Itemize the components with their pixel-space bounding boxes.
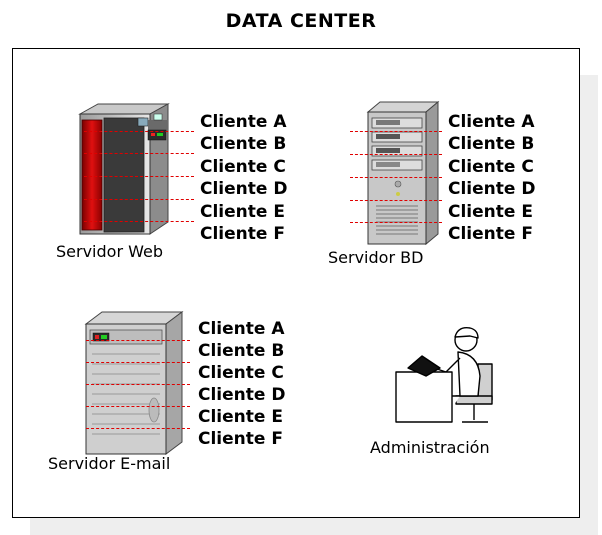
web-partition-line xyxy=(84,153,194,154)
client-label: Cliente D xyxy=(448,179,536,199)
bd-server-caption: Servidor BD xyxy=(328,248,424,267)
client-label: Cliente C xyxy=(198,363,284,383)
client-label: Cliente E xyxy=(200,202,285,222)
client-label: Cliente D xyxy=(200,179,288,199)
bd-partition-line xyxy=(350,154,442,155)
client-label: Cliente F xyxy=(198,429,283,449)
diagram-title: DATA CENTER xyxy=(225,10,377,32)
admin-caption: Administración xyxy=(370,438,490,457)
client-label: Cliente C xyxy=(448,157,534,177)
client-label: Cliente A xyxy=(448,112,535,132)
email-partition-line xyxy=(86,362,190,363)
web-partition-line xyxy=(84,199,194,200)
email-partition-line xyxy=(86,428,190,429)
email-server-caption: Servidor E-mail xyxy=(48,454,171,473)
email-partition-line xyxy=(86,340,190,341)
web-server-caption: Servidor Web xyxy=(56,242,163,261)
bd-partition-line xyxy=(350,222,442,223)
client-label: Cliente B xyxy=(198,341,285,361)
client-label: Cliente F xyxy=(448,224,533,244)
client-label: Cliente B xyxy=(448,134,535,154)
client-label: Cliente F xyxy=(200,224,285,244)
client-label: Cliente E xyxy=(448,202,533,222)
email-server-icon xyxy=(84,311,184,455)
database-server-icon xyxy=(366,100,440,246)
client-label: Cliente E xyxy=(198,407,283,427)
bd-partition-line xyxy=(350,200,442,201)
administrator-icon xyxy=(395,327,493,423)
bd-partition-line xyxy=(350,177,442,178)
web-server-icon xyxy=(78,103,170,235)
email-partition-line xyxy=(86,406,190,407)
client-label: Cliente A xyxy=(198,319,285,339)
client-label: Cliente B xyxy=(200,134,287,154)
bd-partition-line xyxy=(350,131,442,132)
web-partition-line xyxy=(84,221,194,222)
client-label: Cliente A xyxy=(200,112,287,132)
web-partition-line xyxy=(84,176,194,177)
client-label: Cliente D xyxy=(198,385,286,405)
web-partition-line xyxy=(84,131,194,132)
client-label: Cliente C xyxy=(200,157,286,177)
email-partition-line xyxy=(86,384,190,385)
